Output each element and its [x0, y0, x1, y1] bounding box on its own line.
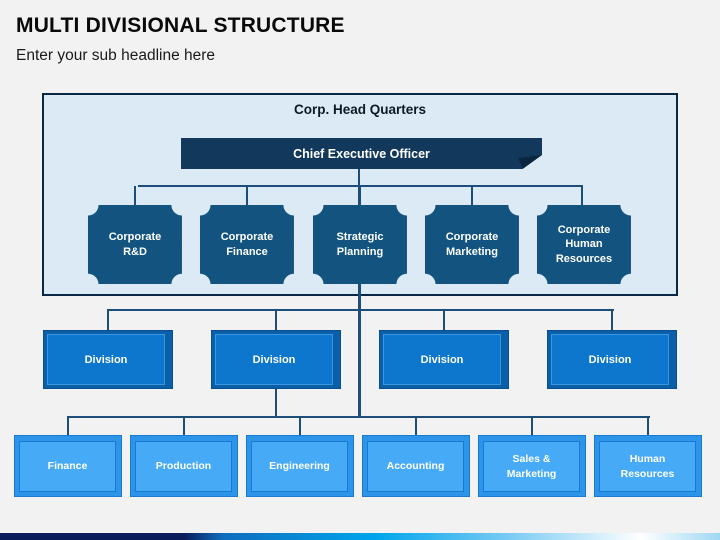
division-box-2: Division	[211, 330, 341, 389]
ceo-banner: Chief Executive Officer	[181, 138, 542, 169]
connector-dept-stub-2	[183, 417, 185, 436]
department-label: Human Resources	[599, 441, 696, 492]
connector-corp-stub-1	[134, 186, 136, 206]
page-title: MULTI DIVISIONAL STRUCTURE	[16, 14, 345, 37]
ceo-label: Chief Executive Officer	[293, 146, 430, 161]
department-label: Engineering	[251, 441, 348, 492]
connector-center-trunk	[358, 185, 361, 418]
footer-gradient-bar	[0, 533, 720, 540]
department-label: Accounting	[367, 441, 464, 492]
division-label: Division	[47, 334, 165, 385]
corporate-unit-box-rd: Corporate R&D	[88, 205, 182, 284]
connector-dept-stub-3	[299, 417, 301, 436]
department-box-accounting: Accounting	[362, 435, 470, 497]
department-box-production: Production	[130, 435, 238, 497]
connector-dept-stub-4	[415, 417, 417, 436]
connector-corp-stub-5	[581, 186, 583, 206]
department-box-sales-marketing: Sales & Marketing	[478, 435, 586, 497]
connector-division-stub-4	[611, 310, 613, 331]
connector-dept-hline	[67, 416, 650, 418]
connector-division-stub-3	[443, 310, 445, 331]
department-box-human-resources: Human Resources	[594, 435, 702, 497]
connector-dept-stub-5	[531, 417, 533, 436]
division-label: Division	[551, 334, 669, 385]
connector-dept-stub-6	[647, 417, 649, 436]
connector-corp-stub-4	[471, 186, 473, 206]
connector-dept-stub-1	[67, 417, 69, 436]
department-label: Sales & Marketing	[483, 441, 580, 492]
division-label: Division	[215, 334, 333, 385]
department-box-finance: Finance	[14, 435, 122, 497]
division-box-4: Division	[547, 330, 677, 389]
connector-division-stub-1	[107, 310, 109, 331]
corporate-unit-box-marketing: Corporate Marketing	[425, 205, 519, 284]
connector-division-stub-2	[275, 310, 277, 331]
connector-division2-drop	[275, 388, 277, 418]
corporate-unit-box-planning: Strategic Planning	[313, 205, 407, 284]
department-box-engineering: Engineering	[246, 435, 354, 497]
corporate-unit-box-hr: Corporate Human Resources	[537, 205, 631, 284]
page-subtitle: Enter your sub headline here	[16, 47, 216, 64]
ceo-banner-fold-icon	[518, 155, 542, 169]
division-box-3: Division	[379, 330, 509, 389]
department-label: Production	[135, 441, 232, 492]
corporate-unit-box-finance: Corporate Finance	[200, 205, 294, 284]
department-label: Finance	[19, 441, 116, 492]
connector-division-hline	[107, 309, 614, 311]
headquarters-label: Corp. Head Quarters	[293, 102, 427, 117]
connector-ceo-drop	[358, 168, 360, 186]
division-label: Division	[383, 334, 501, 385]
connector-corp-stub-2	[246, 186, 248, 206]
division-box-1: Division	[43, 330, 173, 389]
